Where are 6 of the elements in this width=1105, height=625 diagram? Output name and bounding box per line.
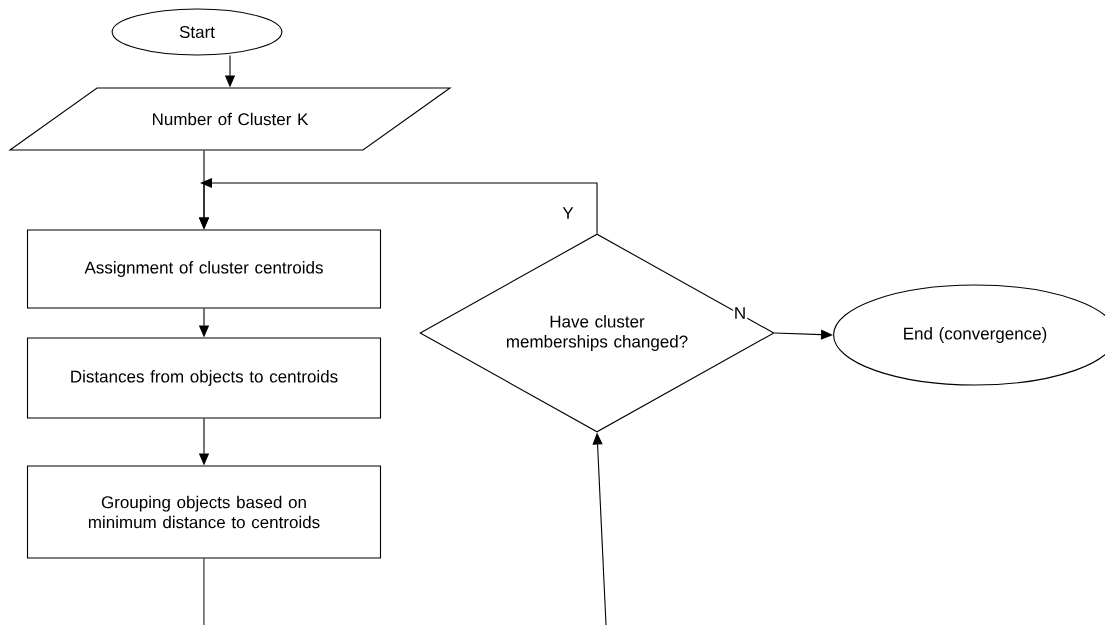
arrow (774, 329, 833, 340)
edge-label: Y (561, 206, 575, 220)
edge-label: N (732, 306, 748, 320)
process-box: Grouping objects based on minimum distance to centroids (26, 465, 382, 559)
process-box: Assignment of cluster centroids (26, 229, 382, 309)
process-box: Distances from objects to centroids (26, 337, 382, 419)
